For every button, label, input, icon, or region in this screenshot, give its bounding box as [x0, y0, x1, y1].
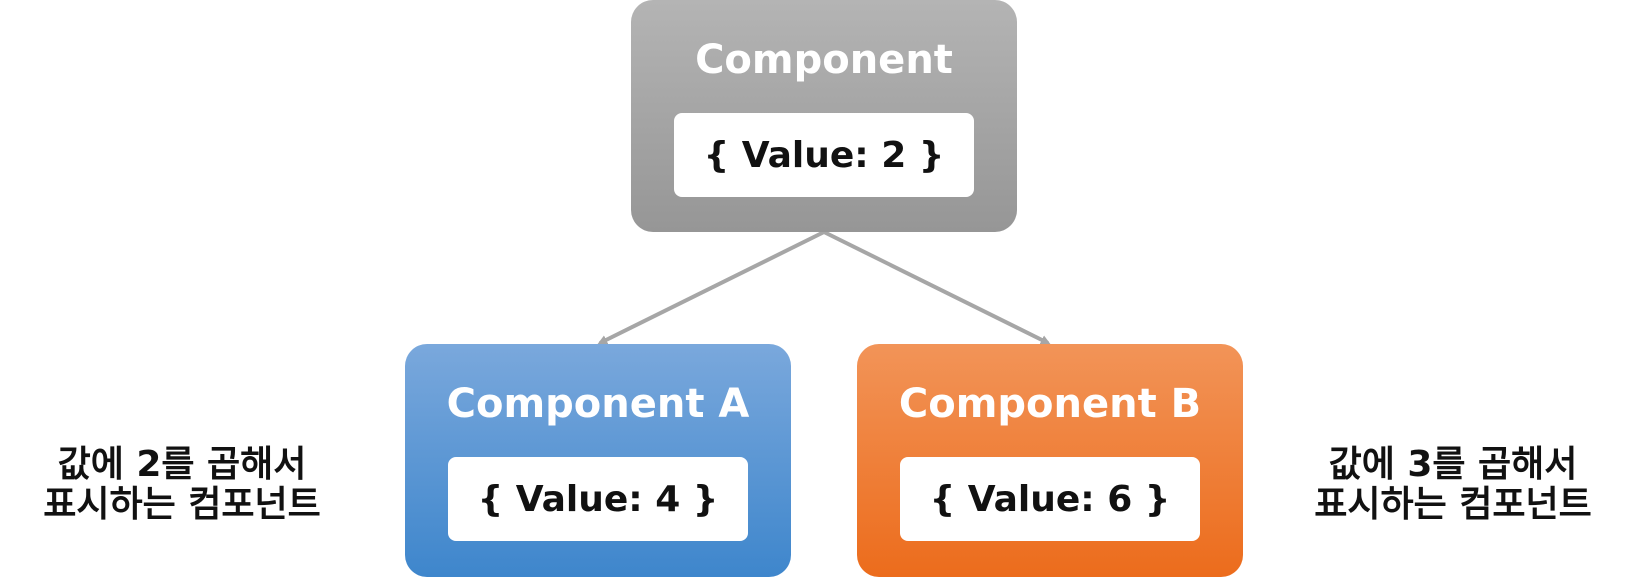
parent-component-title: Component — [695, 37, 953, 83]
component-b-description-line: 값에 3를 곱해서 — [1328, 444, 1578, 485]
component-a-node: Component A { Value: 4 } — [405, 344, 791, 577]
arrow-to-component-b — [823, 230, 1051, 345]
component-a-title: Component A — [446, 381, 750, 427]
component-b-title: Component B — [898, 381, 1202, 427]
component-b-description: 값에 3를 곱해서 표시하는 컴포넌트 — [1283, 445, 1623, 525]
parent-component-node: Component { Value: 2 } — [631, 0, 1017, 232]
component-b-node: Component B { Value: 6 } — [857, 344, 1243, 577]
component-a-description-line: 값에 2를 곱해서 — [57, 444, 307, 485]
component-a-value: { Value: 4 } — [448, 457, 748, 541]
arrow-to-component-a — [597, 230, 825, 345]
component-a-description: 값에 2를 곱해서 표시하는 컴포넌트 — [12, 445, 352, 525]
component-b-description-line: 표시하는 컴포넌트 — [1314, 484, 1592, 525]
parent-component-value: { Value: 2 } — [674, 113, 974, 197]
component-b-value: { Value: 6 } — [900, 457, 1200, 541]
component-a-description-line: 표시하는 컴포넌트 — [43, 484, 321, 525]
